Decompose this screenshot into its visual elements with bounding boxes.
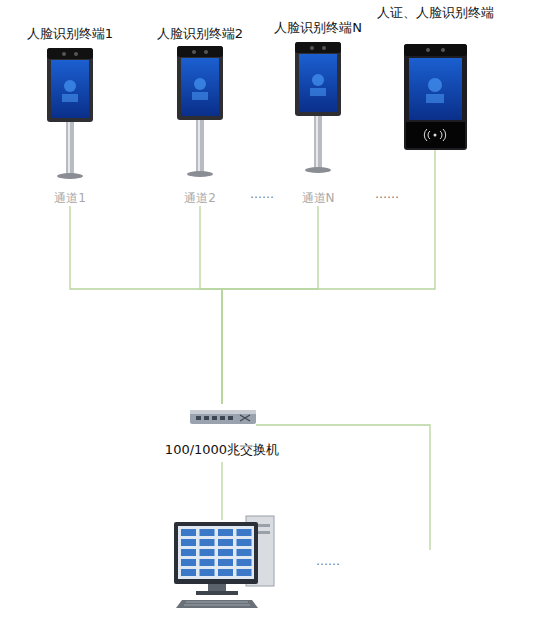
face-terminal <box>295 42 341 173</box>
screen-tile <box>218 529 233 536</box>
channel-label: 通道2 <box>184 190 216 206</box>
channel-label: 通道N <box>302 190 335 206</box>
screen-tile <box>237 549 252 556</box>
network-switch <box>190 410 256 424</box>
device-label: 100/1000兆交换机 <box>165 442 279 458</box>
face-terminal-node: 人脸识别终端N 通道N <box>270 20 366 206</box>
screen-tile <box>200 549 215 556</box>
screen-tile <box>181 569 196 576</box>
face-terminal-node: 人脸识别终端2 通道2 <box>153 26 248 206</box>
screen-tile <box>181 539 196 546</box>
face-terminal <box>177 46 223 177</box>
screen-tile <box>218 549 233 556</box>
network-link <box>222 206 318 404</box>
network-link <box>222 150 435 404</box>
device-label: 人脸识别终端N <box>274 20 362 36</box>
network-link <box>70 206 222 404</box>
device-label: 人脸识别终端2 <box>157 26 243 42</box>
screen-tile <box>237 569 252 576</box>
network-link <box>200 206 222 404</box>
screen-tile <box>218 569 233 576</box>
id-terminal-node: 人证、人脸识别终端 <box>373 5 498 150</box>
device-label: 人证、人脸识别终端 <box>377 5 494 21</box>
screen-tile <box>181 549 196 556</box>
channel-label: 通道1 <box>54 190 86 206</box>
screen-tile <box>218 559 233 566</box>
face-terminal-node: 人脸识别终端1 通道1 <box>23 26 118 206</box>
screen-tile <box>218 539 233 546</box>
switch-node: 100/1000兆交换机 <box>161 404 284 458</box>
screen-tile <box>200 559 215 566</box>
screen-tile <box>181 559 196 566</box>
screen-tile <box>237 529 252 536</box>
screen-tile <box>237 559 252 566</box>
screen-tile <box>200 569 215 576</box>
screen-tile <box>181 529 196 536</box>
screen-tile <box>200 539 215 546</box>
screen-tile <box>200 529 215 536</box>
ellipsis-label: …… <box>250 187 274 201</box>
face-terminal <box>47 48 93 179</box>
device-label: 人脸识别终端1 <box>27 26 113 42</box>
ellipsis-label: …… <box>375 187 399 201</box>
id-face-terminal <box>404 44 467 150</box>
computer <box>174 516 274 608</box>
ellipsis-label: …… <box>316 554 340 568</box>
screen-tile <box>237 539 252 546</box>
